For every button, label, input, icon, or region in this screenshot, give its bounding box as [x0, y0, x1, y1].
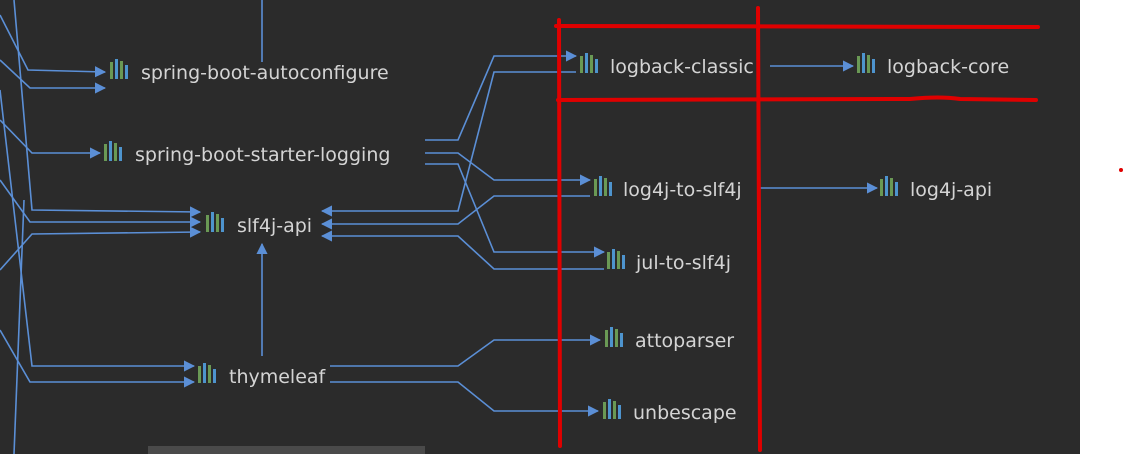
- library-icon: [198, 363, 216, 383]
- node-spring-boot-autoconfigure[interactable]: spring-boot-autoconfigure: [110, 59, 389, 84]
- library-icon: [603, 399, 621, 419]
- edge-line: [330, 381, 600, 417]
- edge-line: [320, 195, 590, 230]
- library-icon: [607, 249, 625, 269]
- node-label: unbescape: [633, 402, 737, 424]
- node-attoparser[interactable]: attoparser: [605, 327, 734, 352]
- node-log4j-api[interactable]: log4j-api: [880, 176, 992, 201]
- edge-line: [425, 152, 592, 186]
- node-label: logback-core: [887, 56, 1009, 78]
- edge-line: [0, 14, 107, 78]
- library-icon: [605, 327, 623, 347]
- edge-line: [0, 226, 202, 271]
- node-label: attoparser: [635, 330, 734, 352]
- annotation-line: [557, 18, 562, 448]
- edge-line: [13, 199, 25, 454]
- node-label: logback-classic: [610, 56, 754, 78]
- library-icon: [857, 53, 875, 73]
- dependency-graph: spring-boot-autoconfigure spring-boot-st…: [0, 0, 1040, 454]
- library-icon: [594, 176, 612, 196]
- library-icon: [110, 59, 128, 79]
- library-icon: [206, 212, 224, 232]
- node-unbescape[interactable]: unbescape: [603, 399, 737, 424]
- edge-line: [0, 119, 102, 159]
- edge-line: [0, 59, 107, 94]
- node-label: slf4j-api: [237, 215, 312, 237]
- edge-line: [320, 230, 604, 270]
- edges-layer: [0, 0, 879, 454]
- horizontal-scrollbar-thumb[interactable]: [148, 446, 425, 454]
- edge-line: [13, 0, 202, 218]
- node-logback-classic[interactable]: logback-classic: [580, 53, 754, 78]
- node-jul-to-slf4j[interactable]: jul-to-slf4j: [607, 249, 731, 274]
- edge-line: [320, 71, 576, 217]
- node-label: spring-boot-starter-logging: [135, 144, 390, 166]
- annotation-line: [756, 6, 762, 452]
- node-label: spring-boot-autoconfigure: [141, 62, 389, 84]
- dependency-diagram-canvas: spring-boot-autoconfigure spring-boot-st…: [0, 0, 1080, 454]
- node-label: log4j-api: [910, 179, 992, 201]
- node-label: thymeleaf: [229, 366, 327, 388]
- node-thymeleaf[interactable]: thymeleaf: [198, 363, 327, 388]
- node-label: log4j-to-slf4j: [623, 179, 742, 201]
- edge-line: [330, 334, 602, 367]
- node-log4j-to-slf4j[interactable]: log4j-to-slf4j: [594, 176, 742, 201]
- nodes-layer: spring-boot-autoconfigure spring-boot-st…: [104, 53, 1009, 424]
- edge-line: [0, 329, 196, 388]
- library-icon: [580, 53, 598, 73]
- node-label: jul-to-slf4j: [635, 252, 731, 274]
- node-spring-boot-starter-logging[interactable]: spring-boot-starter-logging: [104, 141, 390, 166]
- library-icon: [880, 176, 898, 196]
- annotation-line: [554, 24, 1040, 29]
- edge-line: [425, 50, 578, 141]
- red-annotation-marks: [554, 6, 1040, 452]
- edge-line: [425, 163, 606, 258]
- edge-line: [0, 89, 196, 372]
- node-slf4j-api[interactable]: slf4j-api: [206, 212, 312, 237]
- annotation-line: [556, 95, 1038, 102]
- node-logback-core[interactable]: logback-core: [857, 53, 1009, 78]
- edge-line: [0, 179, 202, 228]
- library-icon: [104, 141, 122, 161]
- red-dot-mark: [1119, 168, 1123, 172]
